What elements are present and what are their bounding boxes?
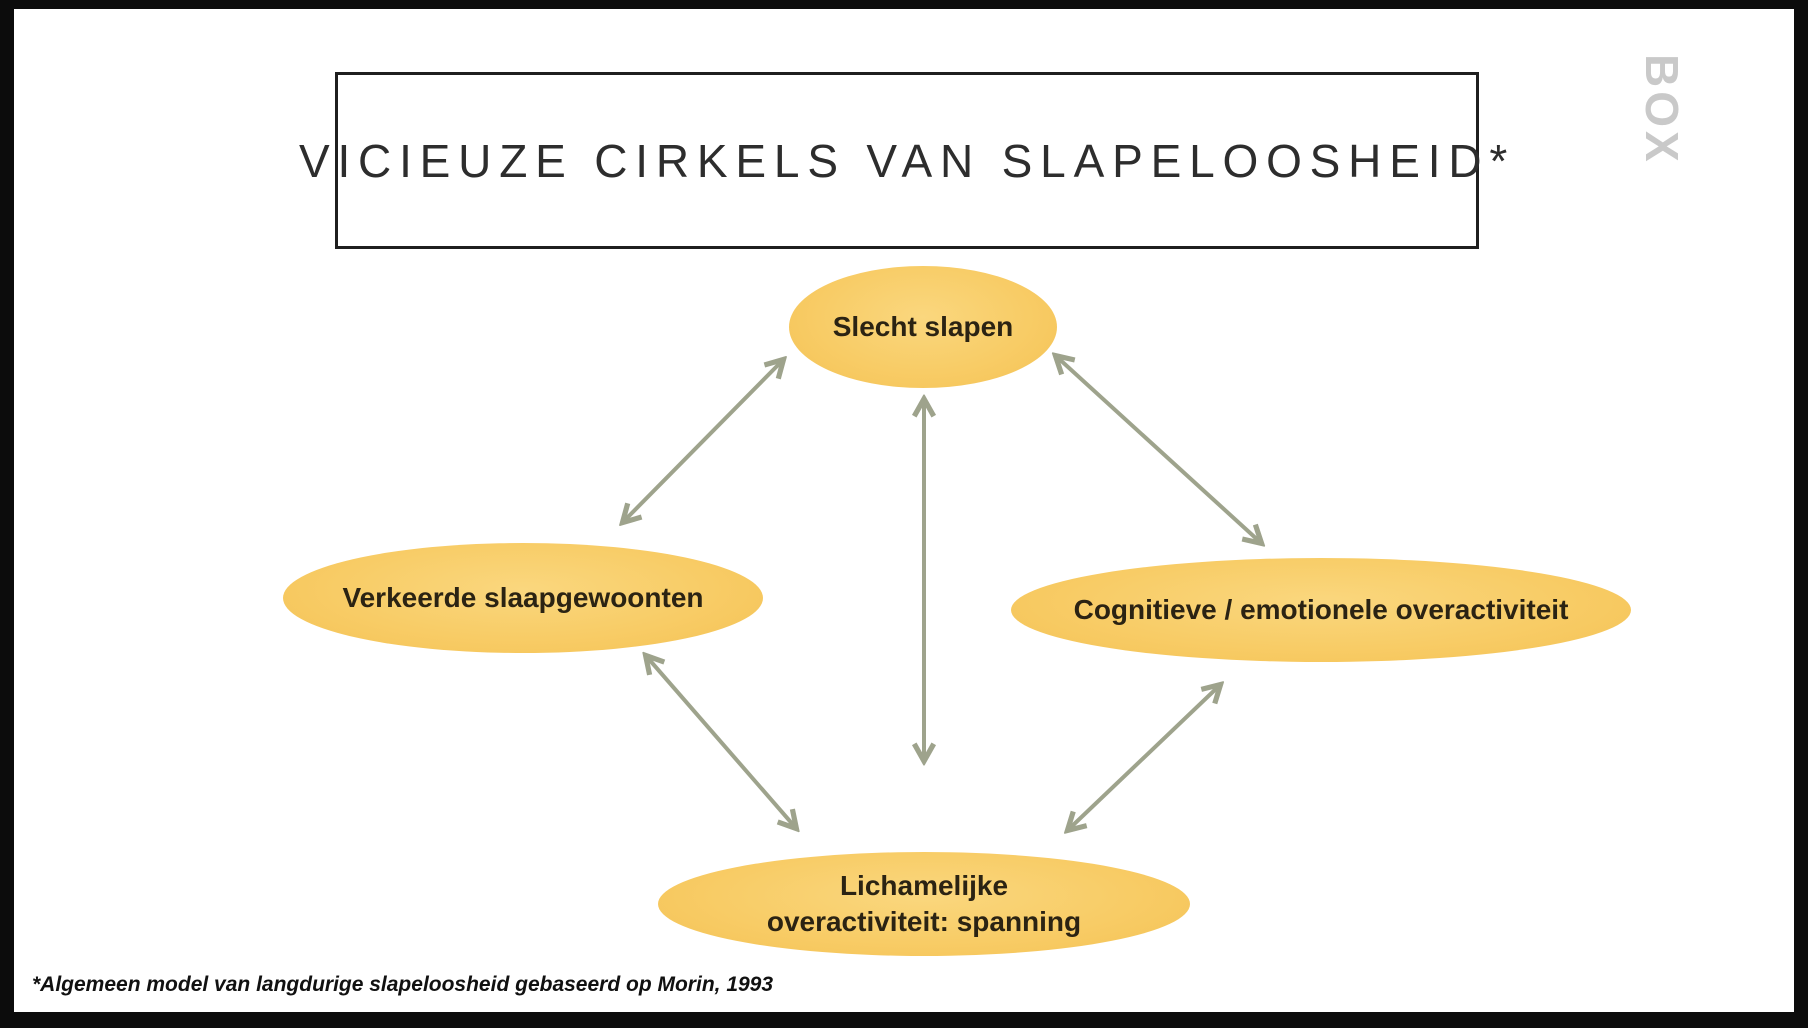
node-slecht-slapen: Slecht slapen	[789, 266, 1057, 388]
title-box: VICIEUZE CIRKELS VAN SLAPELOOSHEID*	[299, 72, 1507, 249]
node-label-line2: overactiviteit: spanning	[766, 906, 1082, 937]
arrow-right-to-bottom	[1069, 686, 1219, 829]
arrow-top-to-right	[1057, 357, 1260, 542]
footnote: *Algemeen model van langdurige slapeloos…	[32, 973, 774, 996]
node-cognitieve-emotionele-overactiviteit: Cognitieve / emotionele overactiviteit	[1011, 558, 1631, 662]
slide: VICIEUZE CIRKELS VAN SLAPELOOSHEID* BOX …	[14, 9, 1794, 1012]
arrow-left-to-bottom	[647, 657, 795, 827]
slide-title: VICIEUZE CIRKELS VAN SLAPELOOSHEID*	[298, 134, 1516, 187]
node-label: Slecht slapen	[832, 310, 1014, 342]
node-lichamelijke-overactiviteit: Lichamelijke overactiviteit: spanning	[658, 852, 1190, 956]
node-verkeerde-slaapgewoonten: Verkeerde slaapgewoonten	[283, 543, 763, 653]
arrow-top-to-left	[624, 361, 782, 521]
node-label: Verkeerde slaapgewoonten	[342, 581, 704, 613]
node-label-line1: Lichamelijke	[839, 869, 1009, 901]
box-logo: BOX	[1636, 54, 1688, 166]
node-label: Cognitieve / emotionele overactiviteit	[1073, 593, 1569, 625]
